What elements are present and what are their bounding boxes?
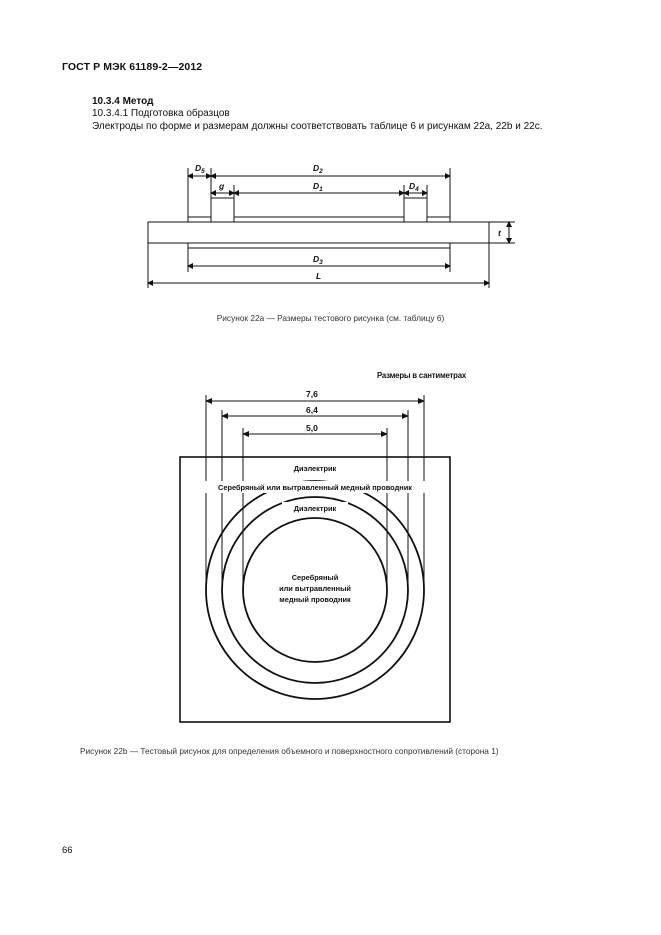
label-center-line1: Серебряный <box>292 573 339 582</box>
bottom-conductor <box>187 242 451 249</box>
label-d4: D4 <box>409 181 419 193</box>
subsection-title: 10.3.4.1 Подготовка образцов <box>92 108 230 119</box>
label-d2: D2 <box>313 163 323 175</box>
label-g: g <box>218 181 225 191</box>
label-dielectric-mid: Диэлектрик <box>294 504 337 513</box>
dim-inner-value: 5,0 <box>306 423 318 433</box>
label-d3: D3 <box>313 254 323 266</box>
section-paragraph: Электроды по форме и размерам должны соо… <box>92 121 543 132</box>
dim-middle-value: 6,4 <box>306 405 318 415</box>
section-title: 10.3.4 Метод <box>92 96 154 107</box>
label-d1: D1 <box>313 181 323 193</box>
dim-outer-value: 7,6 <box>306 389 318 399</box>
label-d5: D5 <box>195 163 205 175</box>
label-t: t <box>498 228 502 238</box>
substrate-square <box>179 456 451 723</box>
label-ring-conductor: Серебряный или вытравленный медный прово… <box>218 483 412 492</box>
figure-22b-caption: Рисунок 22b — Тестовый рисунок для опред… <box>80 746 499 756</box>
page-number: 66 <box>62 845 73 856</box>
electrode-left <box>210 197 235 223</box>
electrode-right <box>403 197 428 223</box>
units-note: Размеры в сантиметрах <box>377 371 467 380</box>
label-dielectric-top: Диэлектрик <box>294 464 337 473</box>
label-center-line2: или вытравленный <box>279 584 351 593</box>
top-conductor <box>187 216 451 223</box>
label-l: L <box>316 271 321 281</box>
document-header: ГОСТ Р МЭК 61189-2—2012 <box>62 61 203 73</box>
figure-22a-caption: Рисунок 22а — Размеры тестового рисунка … <box>216 313 445 323</box>
label-center-line3: медный проводник <box>279 595 351 604</box>
